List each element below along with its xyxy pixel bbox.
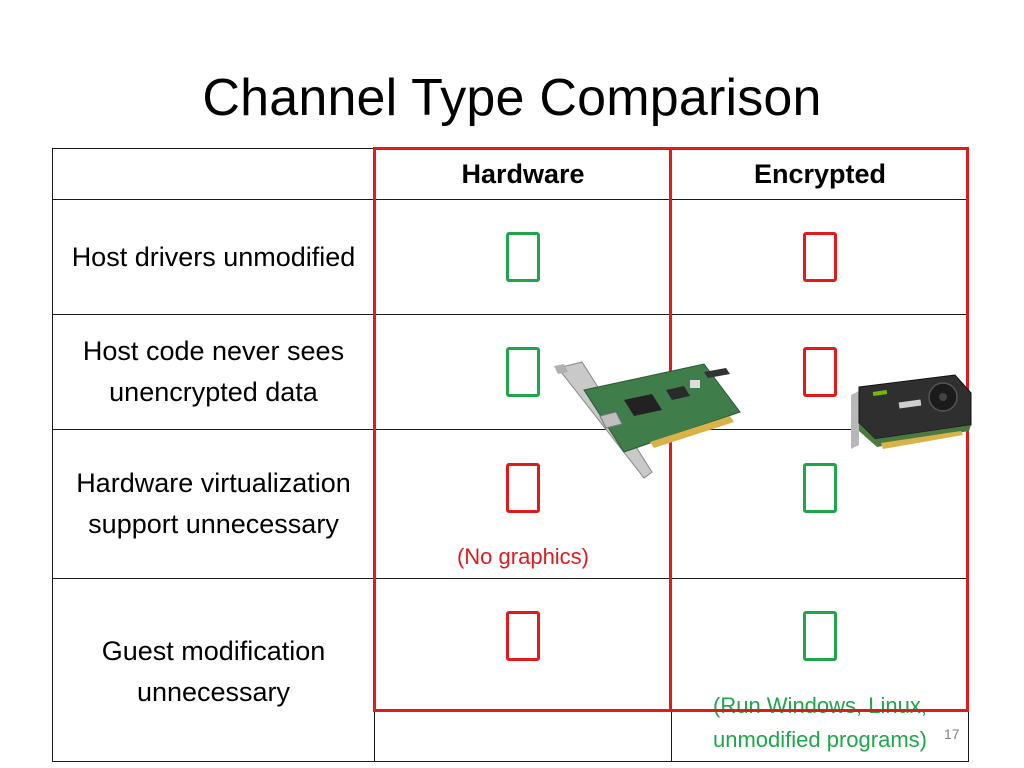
cross-mark-icon bbox=[803, 347, 837, 397]
header-hardware: Hardware bbox=[374, 148, 672, 200]
hardware-cell bbox=[374, 578, 672, 762]
comparison-table: Hardware Encrypted Host drivers unmodifi… bbox=[52, 148, 969, 762]
check-mark-icon bbox=[506, 232, 540, 282]
cross-mark-icon bbox=[506, 611, 540, 661]
gpu-card-icon bbox=[851, 374, 972, 449]
check-mark-icon bbox=[803, 463, 837, 513]
network-card-icon bbox=[554, 361, 741, 479]
slide-title: Channel Type Comparison bbox=[202, 69, 822, 127]
table-header-row: Hardware Encrypted bbox=[52, 148, 969, 200]
no-graphics-note: (No graphics) bbox=[456, 544, 590, 569]
encrypted-cell bbox=[671, 199, 969, 315]
check-mark-icon bbox=[506, 347, 540, 397]
row-label: Hardware virtualization support unnecess… bbox=[52, 429, 375, 579]
cross-mark-icon bbox=[803, 232, 837, 282]
table-row: Hardware virtualization support unnecess… bbox=[52, 429, 969, 579]
row-label: Host code never sees unencrypted data bbox=[52, 314, 375, 430]
header-empty-cell bbox=[52, 148, 375, 200]
table-row: Guest modification unnecessary (Run Wind… bbox=[52, 578, 969, 762]
encrypted-cell: (Run Windows, Linux, unmodified programs… bbox=[671, 578, 969, 762]
table-row: Host code never sees unencrypted data bbox=[52, 314, 969, 430]
hardware-cell bbox=[374, 199, 672, 315]
row-label: Guest modification unnecessary bbox=[52, 578, 375, 762]
cross-mark-icon bbox=[506, 463, 540, 513]
page-number: 17 bbox=[944, 726, 960, 742]
table-row: Host drivers unmodified bbox=[52, 199, 969, 315]
run-windows-note: (Run Windows, Linux, unmodified programs… bbox=[713, 693, 927, 752]
check-mark-icon bbox=[803, 611, 837, 661]
row-label: Host drivers unmodified bbox=[52, 199, 375, 315]
header-encrypted: Encrypted bbox=[671, 148, 969, 200]
encrypted-cell bbox=[671, 429, 969, 579]
